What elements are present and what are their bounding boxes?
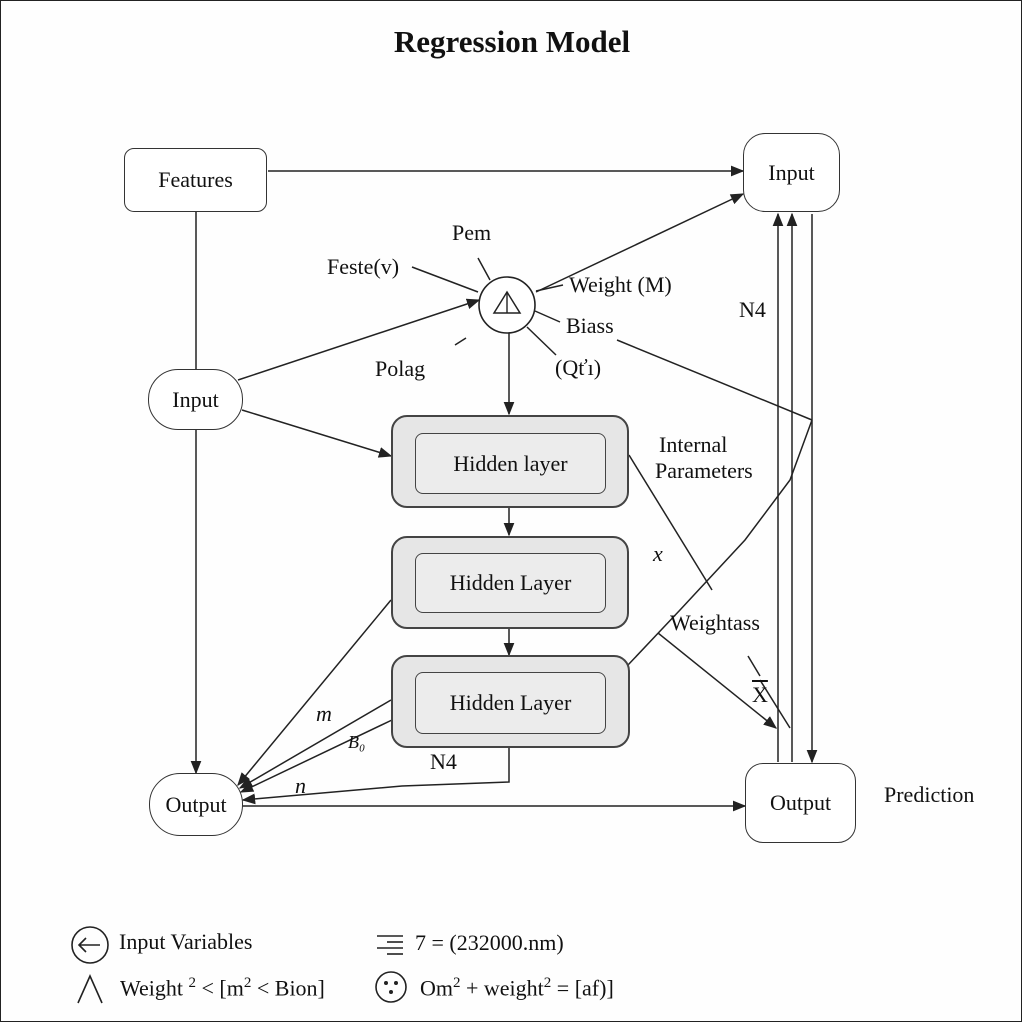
- legend-formula-3: Om2 + weight2 = [af)]: [420, 976, 614, 999]
- output-right-label: Output: [769, 790, 832, 815]
- hidden-layer-2-label: Hidden Layer: [449, 570, 572, 595]
- label-feste: Feste(v): [327, 254, 400, 279]
- input-node-left: Input: [148, 369, 243, 430]
- pointer-feste: [411, 266, 479, 293]
- features-label: Features: [158, 167, 233, 192]
- hidden-layer-3-label: Hidden Layer: [449, 690, 572, 715]
- line-biass-to-rail: [616, 339, 813, 421]
- output-left-label: Output: [165, 791, 227, 817]
- legend-formula-1: 7 = (232000.nm): [415, 930, 564, 955]
- hidden-layer-1-inner: Hidden layer: [415, 433, 606, 494]
- hidden-layer-3-inner: Hidden Layer: [415, 672, 606, 734]
- legend-formula-2-sup: 2: [188, 975, 197, 991]
- pointer-weight: [535, 284, 564, 292]
- hidden-layer-1-label: Hidden layer: [453, 450, 568, 476]
- label-pem: Pem: [452, 220, 492, 245]
- pointer-biass: [534, 310, 561, 323]
- input-left-label: Input: [172, 386, 219, 412]
- arrow-weightass-to-output: [657, 632, 778, 729]
- legend-formula-3-prefix: Om: [420, 975, 453, 1001]
- arrow-input-to-neuron: [237, 298, 481, 381]
- arrow-hidden3b-to-output-left: [239, 719, 393, 793]
- label-x-bar: X: [752, 682, 768, 707]
- label-weightass: Weightass: [670, 610, 760, 635]
- label-weight-m: Weight (M): [569, 272, 672, 297]
- arrow-hidden2-to-output-left: [237, 599, 392, 787]
- legend-formula-3-suffix: = [af)]: [551, 975, 614, 1001]
- legend-formula-2-mid: < [m: [196, 975, 244, 1001]
- input-right-label: Input: [768, 159, 815, 185]
- input-node-right: Input: [743, 133, 840, 212]
- x-bar-stroke: [747, 655, 761, 677]
- legend-formula-2-suffix: < Bion]: [251, 975, 325, 1001]
- dotted-face-circle-icon: [375, 971, 407, 1003]
- legend-formula-3-sup2: 2: [543, 975, 552, 991]
- arrow-hidden3-bottom-to-output-left: [241, 748, 510, 805]
- label-biass: Biass: [566, 313, 614, 338]
- line-hidden3-to-rail: [627, 419, 813, 666]
- neuron-node: [478, 276, 536, 334]
- label-q: (Qťı): [555, 355, 602, 380]
- label-n: n: [295, 773, 306, 798]
- line-hidden1-diagonal: [628, 454, 713, 591]
- label-polag: Polag: [375, 356, 426, 381]
- legend-formula-3-mid: + weight: [460, 975, 544, 1001]
- features-node: Features: [124, 148, 267, 212]
- arrow-neuron-to-input-right: [535, 193, 745, 293]
- stacked-lines-icon: [377, 935, 403, 955]
- arrow-input-to-hidden1: [241, 409, 393, 458]
- pointer-pem: [477, 257, 491, 281]
- label-b: B₀: [348, 732, 366, 752]
- pointer-q: [526, 326, 557, 356]
- legend-formula-2-prefix: Weight: [120, 975, 183, 1001]
- legend-formula-2-sup2: 2: [243, 975, 252, 991]
- pointer-polag: [454, 337, 467, 346]
- x-bar-stroke-2: [759, 679, 791, 729]
- label-prediction: Prediction: [884, 782, 975, 807]
- label-x-small: x: [653, 541, 663, 566]
- legend-formula-3-sup: 2: [453, 975, 461, 991]
- label-n4-bottom: N4: [430, 749, 457, 774]
- letter-a-icon: [77, 974, 103, 1004]
- label-parameters: Parameters: [655, 458, 753, 483]
- output-node-right: Output: [745, 763, 856, 843]
- label-n4-top: N4: [739, 297, 766, 322]
- arrow-hidden3-to-output-left: [238, 699, 392, 789]
- left-arrow-circle-icon: [71, 926, 109, 964]
- legend-formula-2: Weight 2 < [m2 < Bion]: [120, 976, 325, 999]
- label-m: m: [316, 701, 332, 726]
- label-internal: Internal: [659, 432, 728, 457]
- hidden-layer-2-inner: Hidden Layer: [415, 553, 606, 613]
- diagram-title: Regression Model: [393, 24, 631, 59]
- legend-input-variables: Input Variables: [119, 929, 253, 954]
- output-node-left: Output: [149, 773, 243, 836]
